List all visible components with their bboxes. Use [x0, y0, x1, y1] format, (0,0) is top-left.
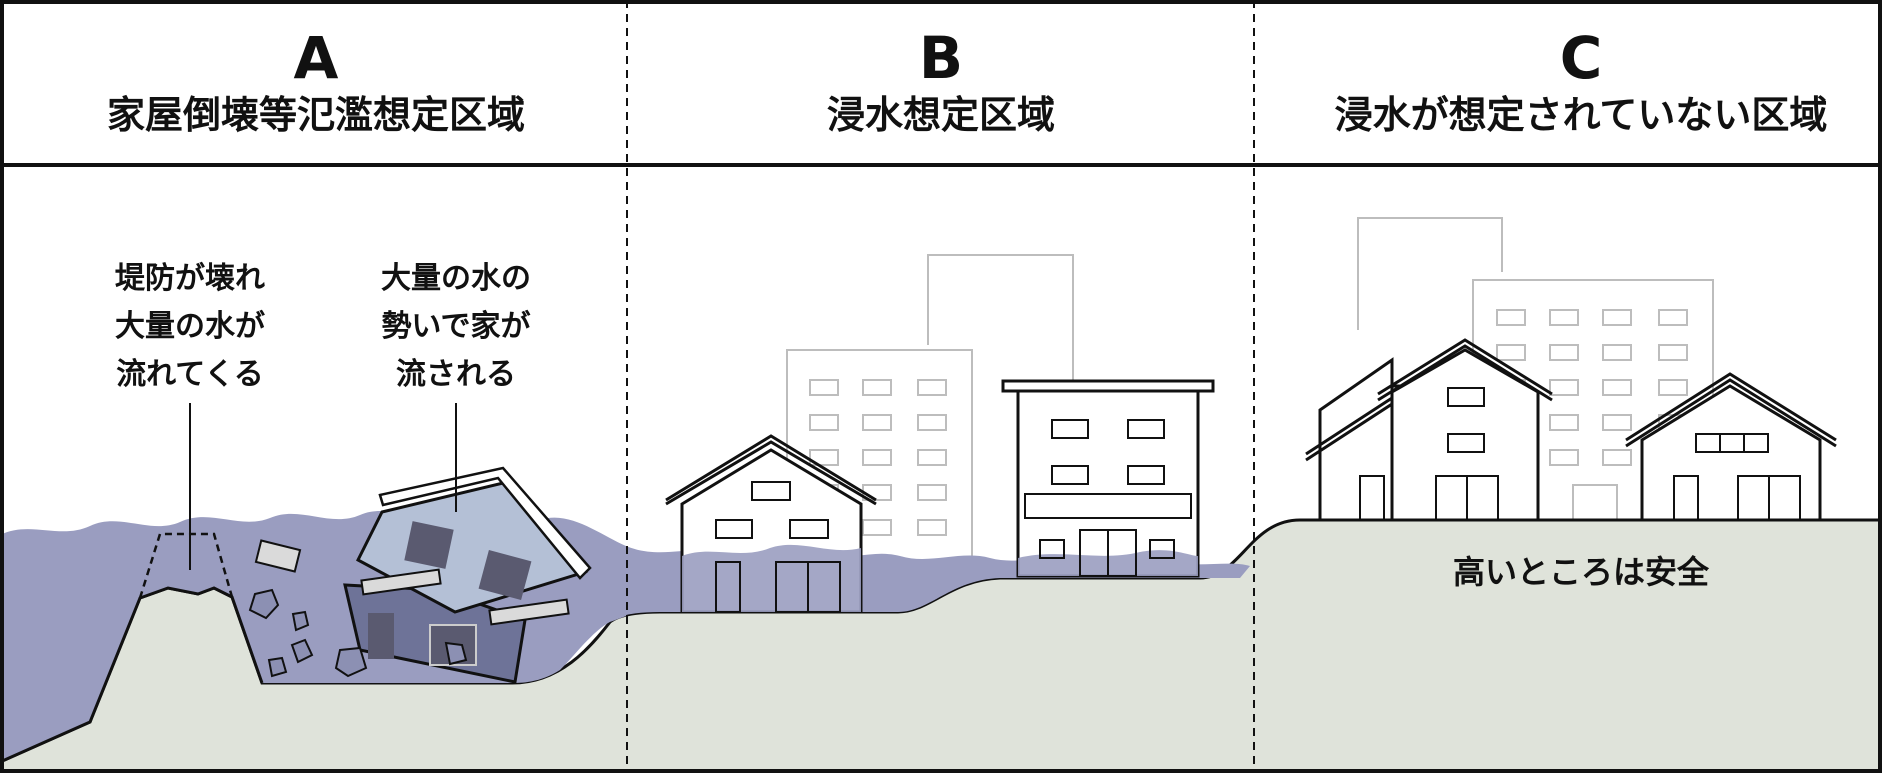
zone-c-title: 浸水が想定されていない区域: [1335, 93, 1828, 137]
callout-house-line-3: 流される: [396, 357, 516, 392]
callout-levee-line-3: 流れてくる: [116, 357, 264, 392]
safe-label: 高いところは安全: [1453, 553, 1710, 591]
callout-house-line-1: 大量の水の: [381, 261, 531, 296]
zone-c-letter: C: [1560, 24, 1603, 92]
callout-house-line-2: 勢いで家が: [381, 309, 530, 344]
zone-b-letter: B: [919, 24, 963, 92]
zone-b-title: 浸水想定区域: [827, 93, 1055, 137]
callout-levee-line-2: 大量の水が: [115, 309, 265, 344]
zone-a-title: 家屋倒壊等氾濫想定区域: [107, 93, 525, 137]
callout-levee-line-1: 堤防が壊れ: [115, 261, 265, 296]
zone-a-letter: A: [294, 24, 339, 92]
